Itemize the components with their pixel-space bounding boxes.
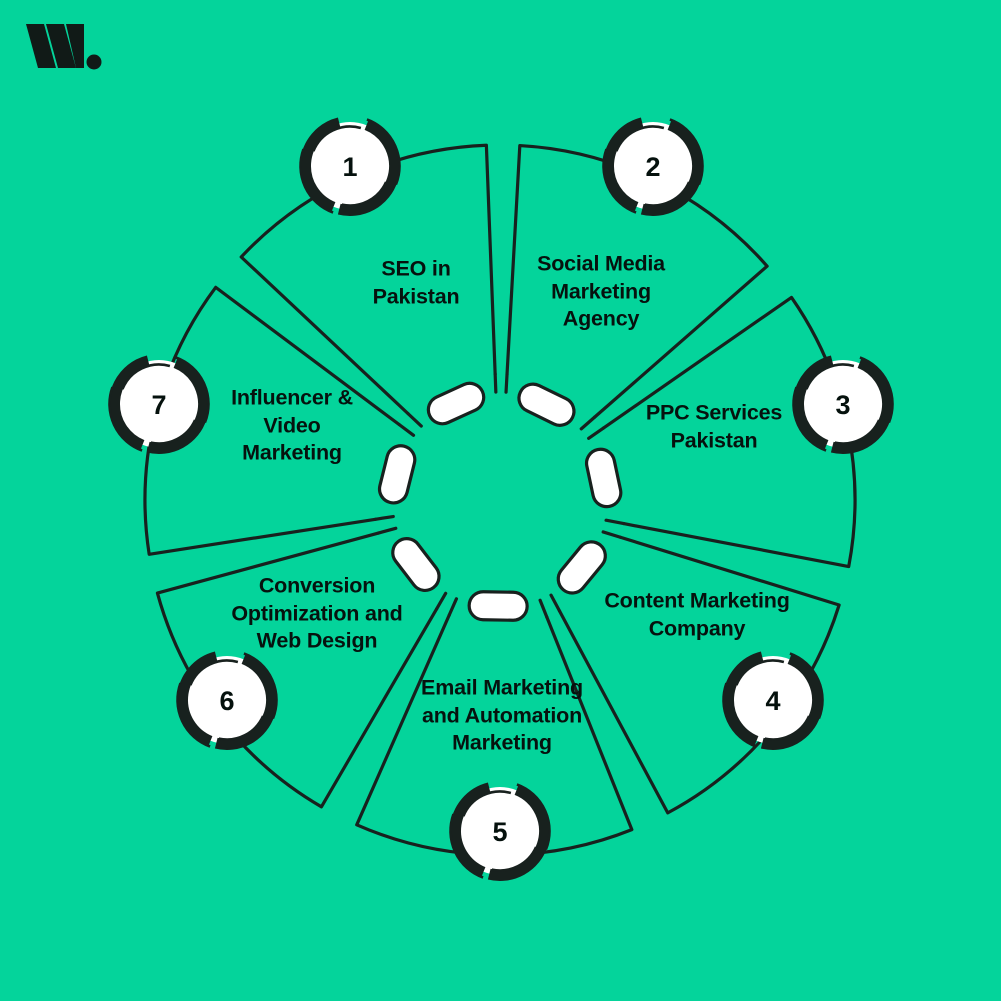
node-outline-arc-right: [764, 715, 811, 741]
wedge-inner-connector: [435, 591, 448, 611]
node-number-text: 7: [151, 390, 166, 420]
wedge-inner-connector: [397, 422, 416, 437]
node-outline-arc-upper: [366, 118, 401, 186]
node-ring-arc-minor: [177, 651, 218, 747]
node-outline-arc-right: [644, 181, 691, 207]
node-number-text: 1: [342, 152, 357, 182]
node-outline-arc-left: [805, 363, 855, 390]
node-outline-arc-lower: [299, 148, 334, 214]
inner-ring-dash-5: [391, 537, 441, 593]
segment-label-1: SEO in Pakistan: [372, 256, 460, 308]
w-dot-logo: [26, 24, 102, 70]
node-outline-arc-right: [341, 181, 388, 207]
wedge-inner-connector: [406, 412, 423, 428]
node-ring-arc-minor: [723, 651, 764, 747]
node-number-text: 5: [492, 817, 507, 847]
node-disc: [306, 122, 394, 210]
node-outline-arc-lower: [108, 386, 143, 452]
node-ring-arc-minor: [603, 117, 644, 213]
node-outline-arc-right: [491, 846, 538, 872]
wedge-inner-connector: [538, 598, 549, 619]
wedge-inner-connector: [601, 530, 622, 539]
node-ring-arc-major: [146, 357, 210, 454]
wedge-inner-connector: [587, 426, 606, 440]
node-number-text: 6: [219, 686, 234, 716]
node-ring-arc-minor: [450, 782, 491, 878]
inner-ring-dashes: [377, 381, 623, 622]
wedge-inner-connector: [604, 518, 626, 526]
wedge-inner-connector: [504, 372, 509, 394]
node-disc: [799, 360, 887, 448]
node-outline-arc-upper: [243, 652, 278, 720]
node-outline-arc-upper: [516, 783, 551, 851]
node-number-text: 4: [765, 686, 780, 716]
node-disc: [456, 787, 544, 875]
node-ring-arc-major: [640, 119, 704, 216]
node-outline-arc-right: [218, 715, 265, 741]
inner-ring-dash-3: [556, 540, 607, 595]
node-number-text: 3: [835, 390, 850, 420]
segment-label-5: Email Marketing and Automation Marketing: [421, 675, 583, 755]
node-ring-arc-minor: [109, 355, 150, 451]
segment-label-7: Influencer & Video Marketing: [231, 385, 353, 465]
number-node-1[interactable]: 1: [299, 117, 401, 216]
wedge-inner-connector: [447, 597, 459, 617]
node-ring-arc-major: [830, 357, 894, 454]
node-outline-arc-upper: [175, 356, 210, 424]
number-node-2[interactable]: 2: [602, 117, 704, 216]
node-ring-arc-major: [214, 653, 278, 750]
wedge-inner-connector: [376, 526, 398, 535]
node-ring-arc-major: [337, 119, 401, 216]
node-outline-arc-left: [735, 659, 785, 686]
node-disc: [729, 656, 817, 744]
node-disc: [609, 122, 697, 210]
node-outline-arc-lower: [176, 682, 211, 748]
wedge-inner-connector: [493, 372, 498, 394]
node-disc: [183, 656, 271, 744]
number-node-6[interactable]: 6: [176, 651, 278, 750]
node-ring-arc-major: [760, 653, 824, 750]
node-outline-arc-left: [615, 125, 665, 152]
wedge-inner-connector: [579, 415, 597, 431]
segment-label-4: Content Marketing Company: [604, 588, 790, 640]
node-outline-arc-left: [121, 363, 171, 390]
node-number-text: 2: [645, 152, 660, 182]
node-ring-arc-minor: [793, 355, 834, 451]
inner-ring-dash-6: [377, 444, 417, 505]
node-outline-arc-lower: [449, 813, 484, 879]
inner-ring-dash-2: [584, 447, 623, 509]
node-outline-arc-right: [834, 419, 881, 445]
node-ring-arc-major: [487, 784, 551, 881]
segment-label-6: Conversion Optimization and Web Design: [231, 573, 403, 653]
node-outline-arc-lower: [722, 682, 757, 748]
node-outline-arc-lower: [602, 148, 637, 214]
segment-label-2: Social Media Marketing Agency: [537, 251, 665, 331]
node-outline-arc-left: [189, 659, 239, 686]
inner-ring-dash-1: [517, 382, 576, 427]
number-node-4[interactable]: 4: [722, 651, 824, 750]
node-ring-arc-minor: [300, 117, 341, 213]
node-outline-arc-left: [312, 125, 362, 152]
number-node-5[interactable]: 5: [449, 782, 551, 881]
number-node-7[interactable]: 7: [108, 355, 210, 454]
node-outline-arc-lower: [792, 386, 827, 452]
number-node-3[interactable]: 3: [792, 355, 894, 454]
node-outline-arc-left: [462, 790, 512, 817]
segment-label-3: PPC Services Pakistan: [645, 400, 783, 452]
number-nodes: 1 2 3 4 5 6 7: [108, 117, 894, 881]
wedge-inner-connector: [373, 514, 395, 521]
node-disc: [115, 360, 203, 448]
wedge-inner-connector: [549, 593, 562, 613]
node-outline-arc-upper: [859, 356, 894, 424]
node-outline-arc-upper: [669, 118, 704, 186]
inner-ring-dash-4: [467, 590, 529, 622]
node-outline-arc-upper: [789, 652, 824, 720]
node-outline-arc-right: [150, 419, 197, 445]
inner-ring-dash-7: [426, 381, 486, 426]
